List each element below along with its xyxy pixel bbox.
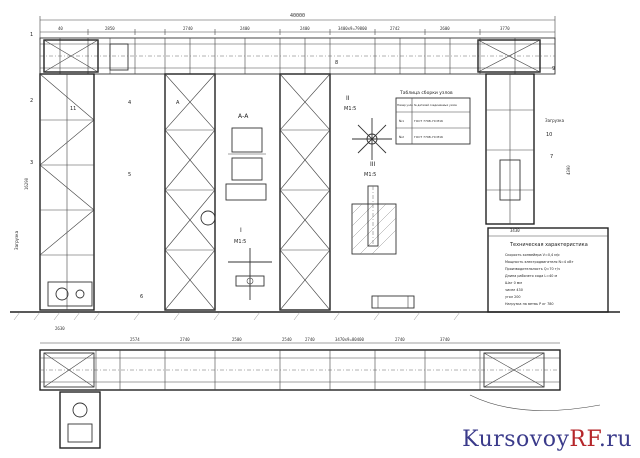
node-3-label: III [370, 161, 376, 168]
bolt-table-row-0-spec: ГОСТ 7798-70 М16 [414, 119, 443, 123]
watermark-suffix: .ru [598, 427, 632, 452]
support-frame-2 [279, 73, 331, 311]
spec-line-2: Производительность Q=70 т/ч [505, 267, 560, 271]
technical-specs: Техническая характеристика Скорость конв… [505, 242, 588, 306]
site-watermark: KursovoyRF.ru [462, 427, 632, 452]
dim-bottom-4: 2740 [305, 337, 315, 342]
callout-2: 2 [30, 98, 33, 104]
spec-line-0: Скорость конвейера V=0,4 м/с [505, 253, 560, 257]
left-tower [39, 73, 95, 311]
bolt-table-header-1: № деталей соединяемых узлов [414, 103, 457, 107]
dim-top-0: 40 [58, 26, 63, 31]
plan-head-station [43, 352, 95, 388]
spec-line-3: Длина рабочего хода L=40 м [505, 274, 558, 278]
dim-top-7: 2600 [440, 26, 450, 31]
section-aa: А-А [225, 113, 267, 201]
base-width-dim: 2630 [55, 326, 65, 331]
callout-7: 7 [550, 154, 553, 160]
plan-posts [95, 350, 481, 390]
top-dimension-ticks [87, 29, 481, 35]
tail-station [477, 39, 541, 73]
spec-line-1: Мощность электродвигателя N=4 кВт [505, 260, 574, 264]
callout-11: 11 [70, 106, 76, 112]
bolt-table-title: Таблица сборки узлов [399, 90, 453, 96]
dim-bottom-0: 2574 [130, 337, 140, 342]
ground-hatch [13, 311, 461, 321]
right-height-dim: 4390 [566, 165, 571, 175]
front-elevation: 40000 40 2850 2740 2400 2400 3400x9=7980… [10, 13, 620, 331]
specs-title: Техническая характеристика [509, 242, 588, 248]
node-2-scale: М1:5 [344, 106, 356, 112]
node-detail-3: III М1:5 [351, 161, 397, 255]
spec-line-4: Шаг 0 мм [505, 281, 522, 285]
callout-9: 9 [552, 66, 555, 72]
callout-4: 4 [128, 100, 131, 106]
head-drive-station [43, 39, 99, 73]
gallery-posts [59, 38, 516, 74]
plan-tail-station [483, 352, 545, 388]
bolt-table-row-1-spec: ГОСТ 7798-70 М16 [414, 135, 443, 139]
node-detail-2: II М1:5 [344, 95, 392, 160]
callout-5: 5 [128, 172, 131, 178]
watermark-accent: RF [569, 427, 599, 452]
support-frame-1 [164, 73, 216, 311]
dim-top-5: 3400x9=79800 [338, 26, 367, 31]
left-load-note: Загрузка [14, 230, 19, 250]
bottom-right-outline [469, 394, 601, 411]
callout-10: 10 [546, 132, 552, 138]
dim-top-1: 2850 [105, 26, 115, 31]
dim-bottom-1: 2740 [180, 337, 190, 342]
dim-top-4: 2400 [300, 26, 310, 31]
spec-line-5: чисел 430 [505, 288, 523, 292]
spec-line-6: угол 200 [505, 295, 521, 299]
callout-8: 8 [335, 60, 338, 66]
right-tower [485, 73, 535, 225]
node-1-scale: М1:5 [234, 239, 246, 245]
node-2-label: II [346, 95, 350, 102]
base-plate-detail [371, 295, 415, 309]
dim-bottom-6: 2740 [395, 337, 405, 342]
bolt-table-row-0-node: №1 [399, 119, 404, 123]
callout-1: 1 [30, 32, 33, 38]
spec-line-7: Нагрузка на ветвь Р кг 780 [505, 302, 554, 306]
cut-label-a: А [176, 100, 180, 106]
dim-top-6: 2742 [390, 26, 400, 31]
node-1-label: I [240, 227, 242, 234]
node-detail-1: I М1:5 [228, 227, 272, 300]
plan-view: 2574 2740 2500 2540 2740 3470x9=80400 27… [39, 337, 561, 449]
right-load-note: Загрузка [545, 118, 565, 123]
overall-dimension: 40000 [290, 13, 305, 19]
plan-drive-unit [59, 391, 101, 449]
dim-bottom-7: 3740 [440, 337, 450, 342]
node-3-scale: М1:5 [364, 172, 376, 178]
callout-3: 3 [30, 160, 33, 166]
dim-top-2: 2740 [183, 26, 193, 31]
dim-top-3: 2400 [240, 26, 250, 31]
callout-6: 6 [140, 294, 143, 300]
dim-top-8: 3770 [500, 26, 510, 31]
right-base-dim: 3430 [510, 228, 520, 233]
left-height-dim: 16290 [24, 177, 29, 190]
node-callout-circle [200, 210, 216, 226]
bolt-table: Таблица сборки узлов Номер узла № детале… [395, 90, 471, 145]
bolt-table-row-1-node: №2 [399, 135, 404, 139]
section-aa-title: А-А [238, 113, 249, 120]
watermark-main: Kursovoy [462, 427, 570, 452]
bolt-table-header-0: Номер узла [397, 103, 413, 107]
dim-bottom-5: 3470x9=80400 [335, 337, 364, 342]
dim-bottom-3: 2540 [282, 337, 292, 342]
dim-bottom-2: 2500 [232, 337, 242, 342]
